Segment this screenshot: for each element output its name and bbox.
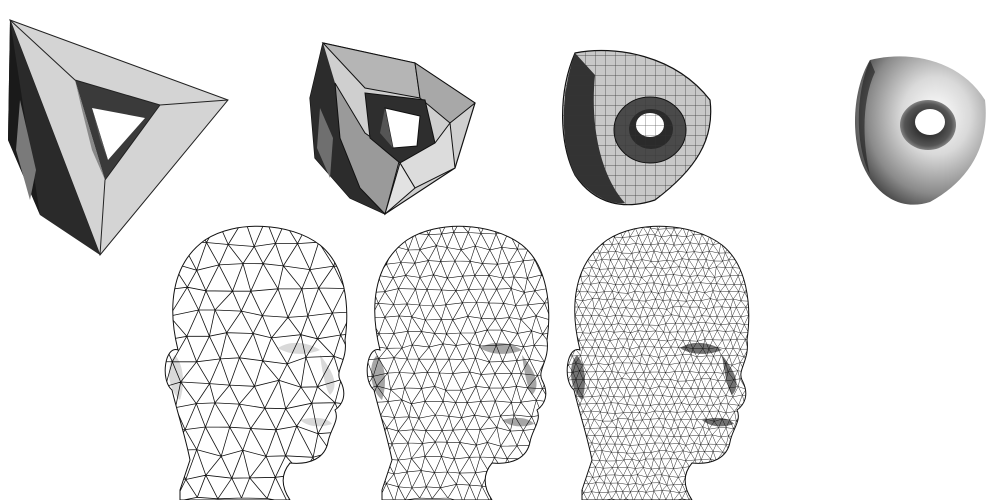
- torus-level-1: [305, 38, 485, 218]
- ear-region: [371, 355, 385, 400]
- head-mesh-coarse-drawing: [150, 220, 355, 500]
- head-mesh-fine: [552, 220, 757, 500]
- head-wireframe: [552, 220, 757, 500]
- head-mesh-fine-drawing: [552, 220, 757, 500]
- torus-limit-surface: [850, 50, 990, 210]
- head-outline: [165, 226, 347, 500]
- head-wireframe: [352, 220, 557, 500]
- torus-level-2-drawing: [555, 45, 720, 210]
- mesh-edges: [352, 220, 557, 500]
- nose-region: [522, 355, 537, 395]
- eye-region: [480, 343, 522, 354]
- head-mesh-coarse: [150, 220, 355, 500]
- ear-region: [571, 355, 585, 400]
- mouth-region: [300, 418, 332, 426]
- mesh-edges: [150, 220, 355, 500]
- head-mesh-medium: [352, 220, 557, 500]
- nose-region: [320, 355, 335, 395]
- mesh-edges: [552, 220, 757, 500]
- torus-limit-surface-drawing: [850, 50, 990, 210]
- torus-level-1-drawing: [305, 38, 485, 218]
- head-mesh-medium-drawing: [352, 220, 557, 500]
- torus-level-2: [555, 45, 720, 210]
- head-wireframe: [150, 220, 355, 500]
